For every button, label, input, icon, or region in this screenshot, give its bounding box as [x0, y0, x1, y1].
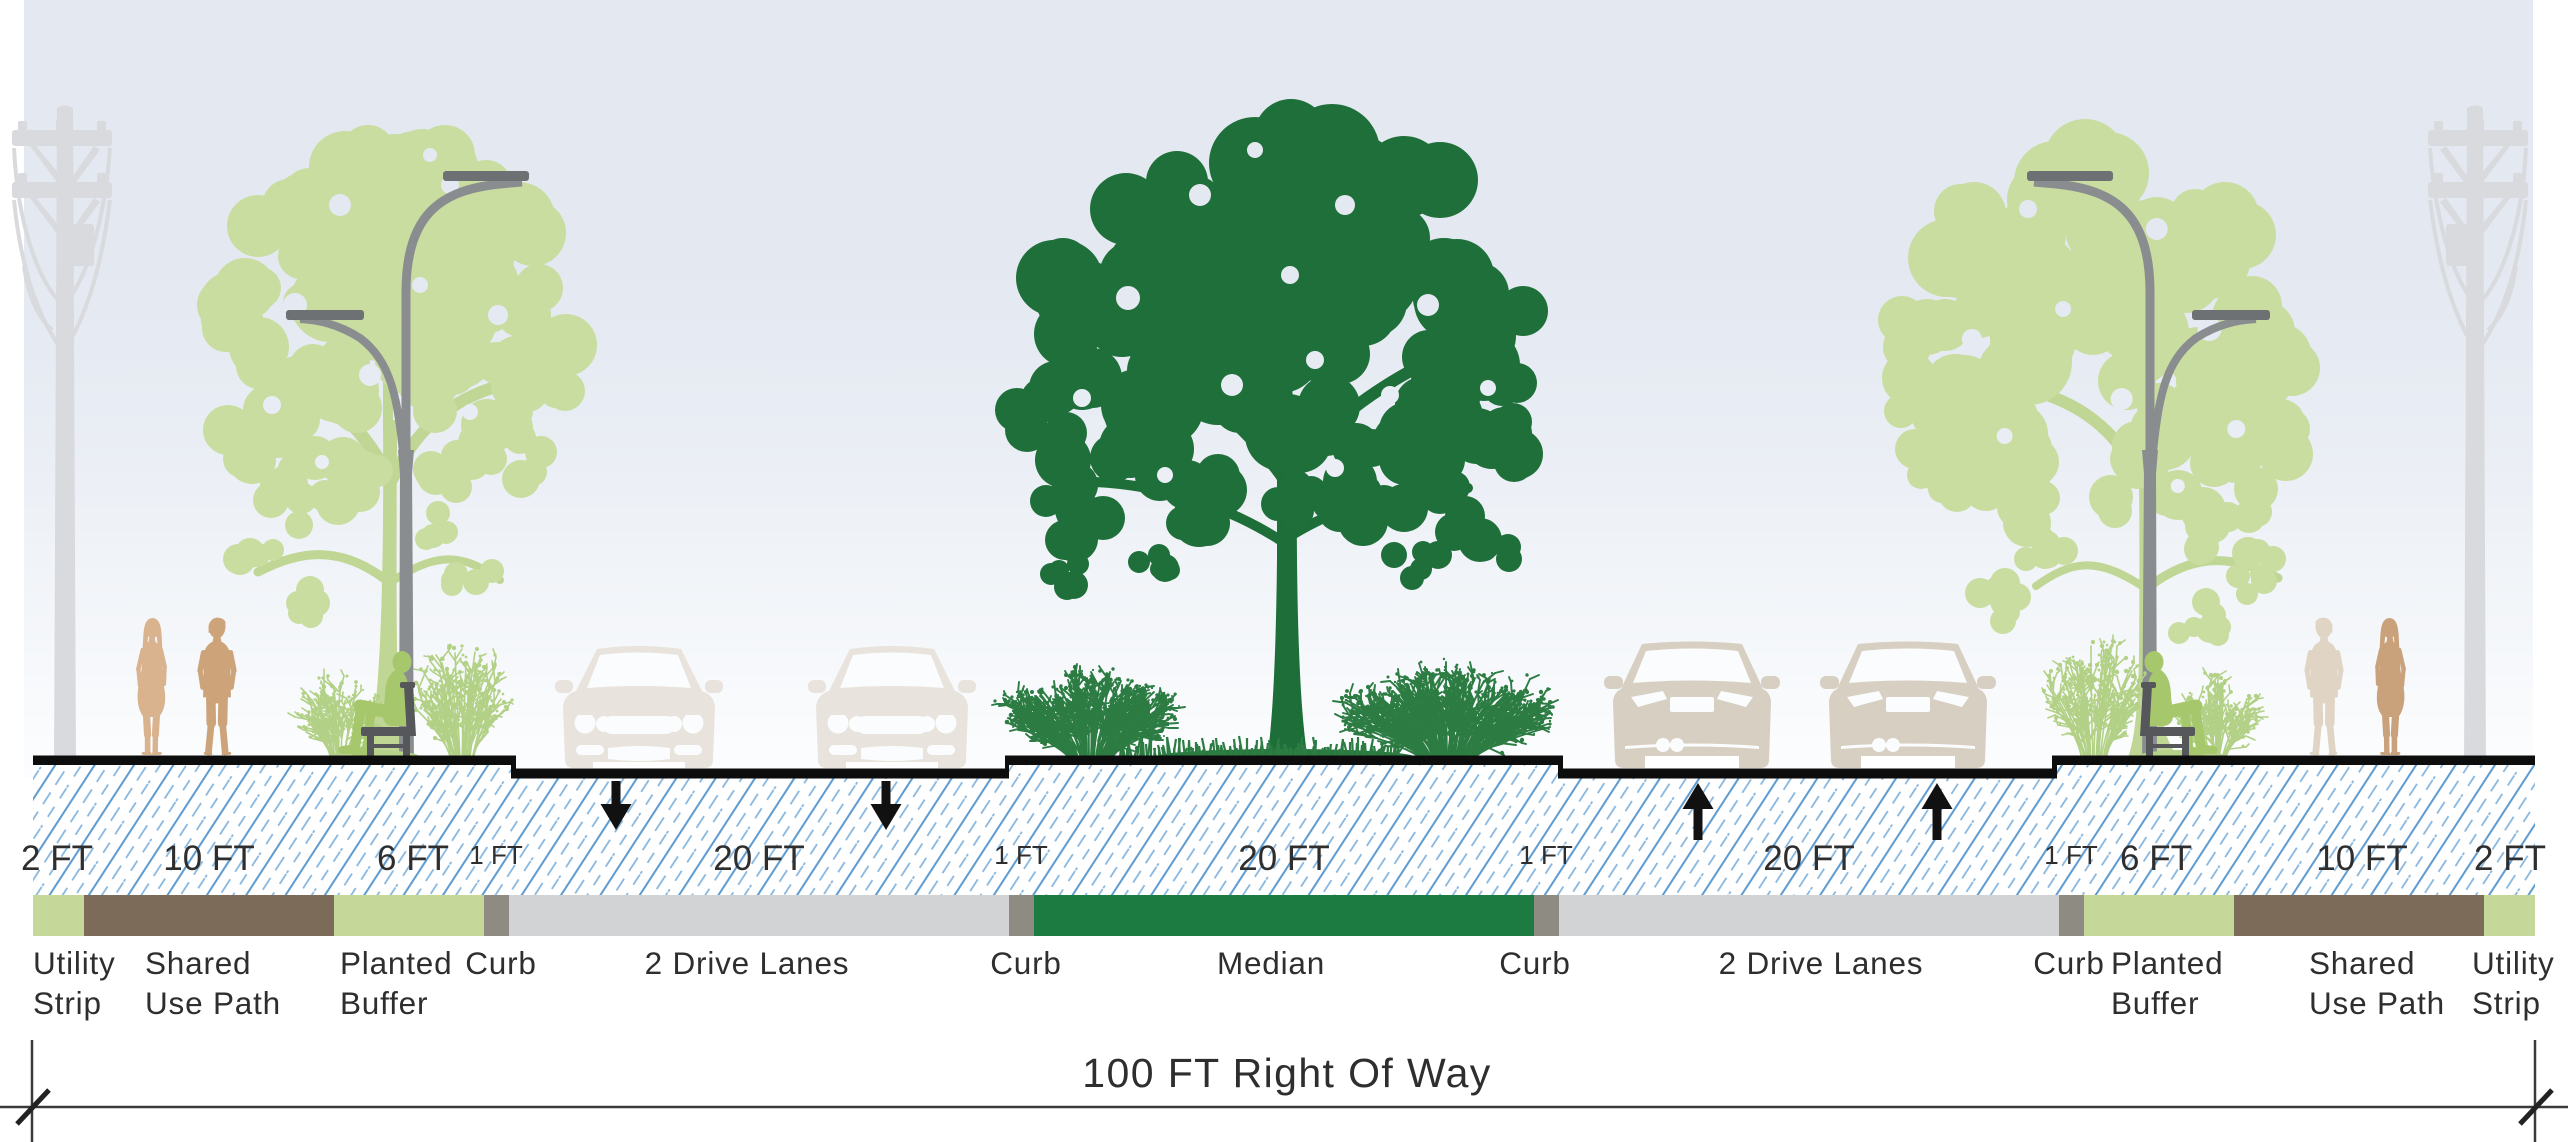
svg-text:Median: Median — [1217, 945, 1325, 981]
svg-text:Curb: Curb — [990, 945, 1061, 981]
svg-text:Utility: Utility — [2472, 945, 2555, 981]
svg-text:2 Drive Lanes: 2 Drive Lanes — [1719, 945, 1924, 981]
svg-text:20 FT: 20 FT — [1238, 839, 1329, 878]
svg-text:Shared: Shared — [145, 945, 251, 981]
svg-text:Shared: Shared — [2309, 945, 2415, 981]
svg-text:Planted: Planted — [340, 945, 452, 981]
svg-text:Curb: Curb — [465, 945, 536, 981]
svg-text:Utility: Utility — [33, 945, 116, 981]
svg-text:Strip: Strip — [2472, 985, 2541, 1021]
svg-text:Buffer: Buffer — [2111, 985, 2199, 1021]
svg-text:10 FT: 10 FT — [163, 839, 254, 878]
svg-text:Curb: Curb — [2033, 945, 2104, 981]
svg-text:1 FT: 1 FT — [1519, 840, 1573, 870]
svg-text:1 FT: 1 FT — [994, 840, 1048, 870]
svg-text:1 FT: 1 FT — [469, 840, 523, 870]
svg-text:100 FT Right Of Way: 100 FT Right Of Way — [1082, 1050, 1491, 1096]
svg-text:2 Drive Lanes: 2 Drive Lanes — [645, 945, 850, 981]
svg-text:2 FT: 2 FT — [2474, 839, 2546, 878]
svg-text:20 FT: 20 FT — [713, 839, 804, 878]
svg-text:Use Path: Use Path — [145, 985, 281, 1021]
svg-text:2 FT: 2 FT — [21, 839, 93, 878]
svg-text:Use Path: Use Path — [2309, 985, 2445, 1021]
svg-text:Curb: Curb — [1499, 945, 1570, 981]
svg-text:20 FT: 20 FT — [1763, 839, 1854, 878]
svg-text:6 FT: 6 FT — [2120, 839, 2192, 878]
svg-text:6 FT: 6 FT — [377, 839, 449, 878]
svg-text:Planted: Planted — [2111, 945, 2223, 981]
svg-text:1 FT: 1 FT — [2044, 840, 2098, 870]
svg-text:10 FT: 10 FT — [2316, 839, 2407, 878]
svg-text:Strip: Strip — [33, 985, 102, 1021]
svg-text:Buffer: Buffer — [340, 985, 428, 1021]
